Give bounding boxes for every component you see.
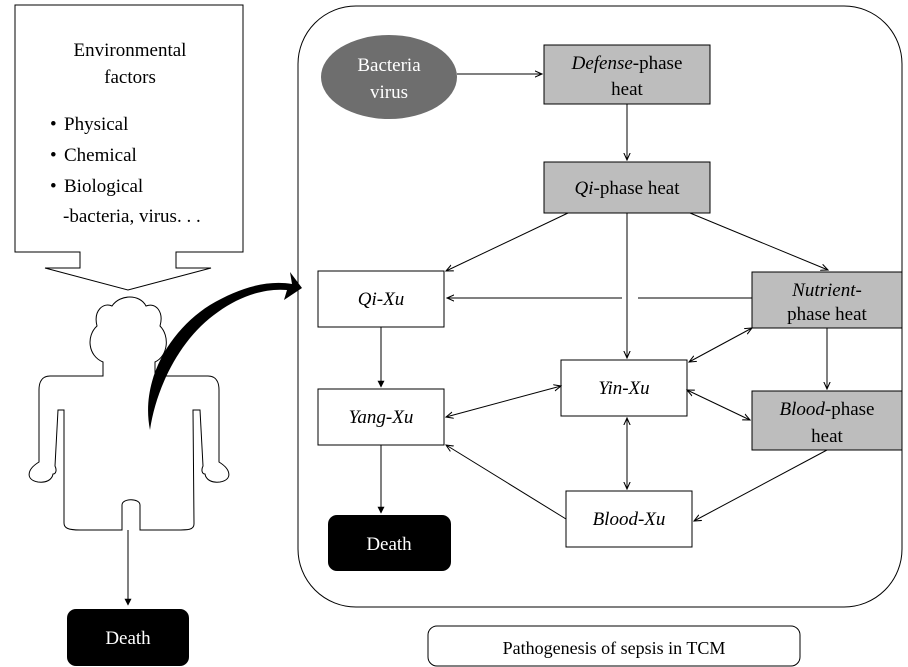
blood-xu-box: Blood-Xu (565, 490, 693, 548)
defense-label-line1: Defense-phase (571, 53, 683, 74)
left-death-label: Death (105, 628, 151, 649)
human-figure (28, 296, 230, 531)
caption-box: Pathogenesis of sepsis in TCM (427, 625, 801, 667)
pathogen-label-line1: Bacteria (357, 55, 421, 76)
arrow-qiphase-qixu (446, 212, 569, 271)
blood-phase-heat-box: Blood-phase heat (751, 390, 903, 451)
callout-bullet-chemical: • (50, 145, 57, 166)
nutrient-italic: Nutrient (791, 280, 856, 301)
qi-phase-heat-box: Qi-phase heat (543, 161, 711, 214)
qi-xu-label: Qi-Xu (358, 289, 404, 310)
big-curved-arrow (148, 272, 302, 430)
yin-xu-label: Yin-Xu (598, 378, 649, 399)
callout-sub-item: -bacteria, virus. . . (63, 206, 201, 227)
qi-phase-label: Qi-phase heat (575, 178, 681, 199)
caption-label: Pathogenesis of sepsis in TCM (503, 638, 726, 658)
pathogen-label-line2: virus (370, 82, 408, 103)
arrow-qiphase-nutrient (689, 212, 828, 270)
callout-title-line2: factors (104, 67, 156, 88)
yang-xu-box: Yang-Xu (317, 388, 445, 446)
blood-phase-label-line2: heat (811, 426, 843, 447)
callout-bullet-physical: • (50, 114, 57, 135)
arrow-bloodphase-bloodxu (694, 449, 828, 521)
qi-xu-box: Qi-Xu (317, 270, 445, 328)
callout-bullet-biological: • (50, 176, 57, 197)
arrow-nutrient-yinxu (689, 328, 752, 362)
callout-title-line1: Environmental (74, 40, 187, 61)
blood-phase-label-line1: Blood-phase (780, 399, 875, 420)
environmental-factors-callout: Environmental factors • Physical • Chemi… (14, 4, 244, 291)
arrow-yinxu-bloodphase (687, 390, 750, 420)
qi-phase-italic: Qi (575, 178, 594, 199)
arrow-bloodxu-yangxu (446, 445, 567, 520)
pathogen-ellipse: Bacteria virus (321, 35, 457, 119)
defense-rest: -phase (633, 53, 683, 74)
blood-xu-label: Blood-Xu (593, 509, 666, 530)
arrow-yinxu-yangxu (446, 386, 561, 417)
defense-phase-heat-box: Defense-phase heat (543, 44, 711, 105)
defense-label-line2: heat (611, 79, 643, 100)
nutrient-label-line1: Nutrient- (791, 280, 862, 301)
diagram-arrows (377, 74, 828, 521)
callout-item-biological: Biological (64, 176, 143, 197)
blood-phase-rest: -phase (825, 399, 875, 420)
nutrient-label-line2: phase heat (787, 304, 867, 325)
right-death-label: Death (366, 534, 412, 555)
nutrient-rest: - (856, 280, 862, 301)
yang-xu-label: Yang-Xu (349, 407, 414, 428)
right-death-box: Death (328, 515, 451, 571)
qi-phase-rest: -phase heat (594, 178, 681, 199)
blood-phase-italic: Blood (780, 399, 826, 420)
callout-item-physical: Physical (64, 114, 128, 135)
yin-xu-box: Yin-Xu (560, 359, 688, 417)
callout-item-chemical: Chemical (64, 145, 137, 166)
left-death-box: Death (67, 609, 189, 666)
defense-italic: Defense (571, 53, 633, 74)
nutrient-phase-heat-box: Nutrient- phase heat (751, 271, 903, 329)
